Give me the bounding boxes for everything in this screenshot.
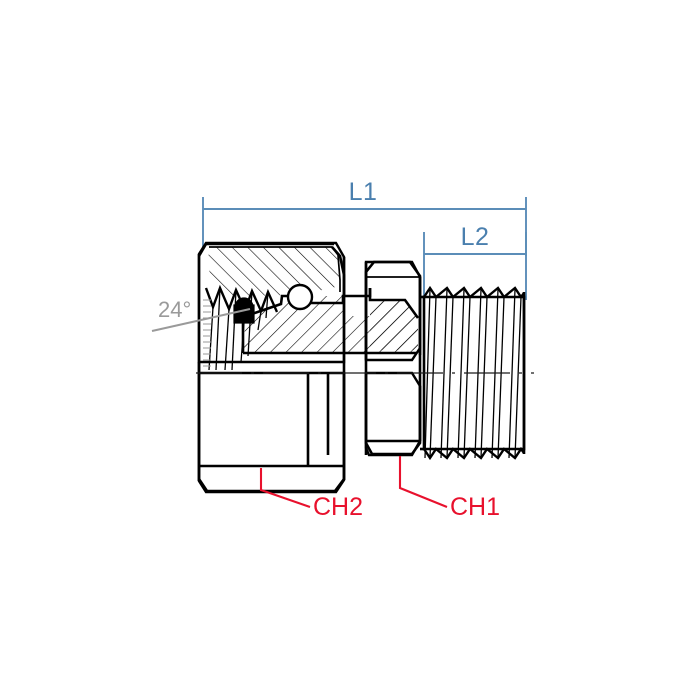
o-ring-circle [286, 283, 314, 311]
callout-CH2: CH2 [259, 468, 363, 521]
nut-top-left-corner [197, 242, 334, 257]
callout-CH1-label: CH1 [450, 493, 500, 521]
callout-CH2-leader [259, 468, 311, 508]
angle-leader-line [151, 308, 251, 332]
angle-annotation-24deg: 24° [151, 297, 251, 367]
nut-bottom-corner [197, 478, 346, 493]
section-interior [204, 246, 420, 466]
body-hex-bottom-profile [364, 373, 422, 456]
dimension-L1-label: L1 [349, 178, 378, 206]
callout-CH2-label: CH2 [313, 493, 363, 521]
male-thread-crest-top [423, 285, 525, 300]
angle-hatch-marks [203, 299, 211, 367]
swivel-nut-lower-outline [197, 371, 346, 494]
body-hex-CH1 [364, 260, 422, 457]
seal-bead [234, 297, 254, 317]
nut-upper-hatch [208, 247, 340, 296]
angle-label: 24° [158, 297, 191, 322]
nut-shoulder-curve [331, 246, 346, 296]
dimension-L2-label: L2 [461, 223, 490, 251]
body-hex-top-profile [364, 260, 422, 360]
body-hex-section-hatch [370, 300, 418, 350]
body-hex-section-edge [368, 288, 420, 319]
dimension-L2: L2 [423, 223, 527, 300]
callout-CH1-leader [398, 456, 448, 508]
silhouette-overlay [197, 242, 424, 493]
dimension-L1: L1 [202, 178, 527, 256]
callout-CH1: CH1 [398, 456, 500, 521]
body-hex-lower-outline [364, 371, 422, 457]
